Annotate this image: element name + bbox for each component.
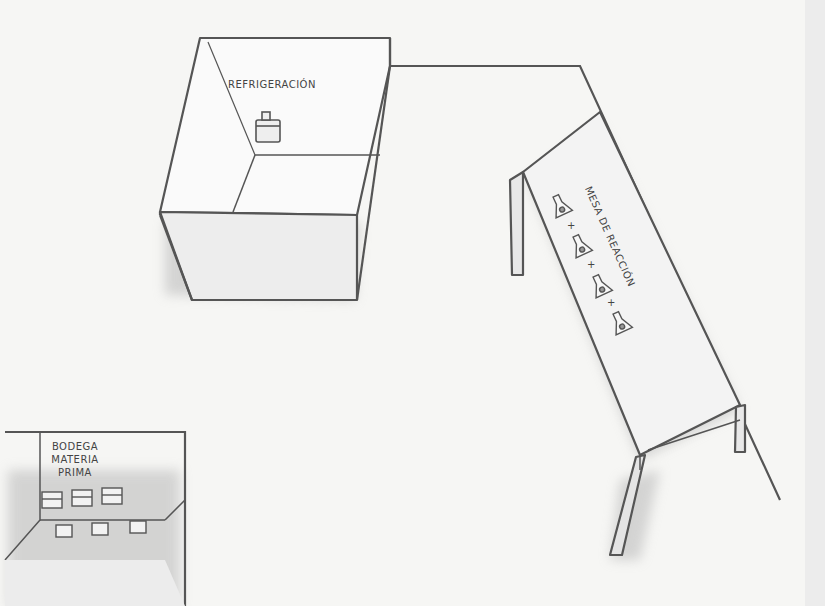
wall-outline <box>390 66 780 500</box>
room-name: REFRIGERACIÓN <box>212 78 332 91</box>
page-edge <box>805 0 825 606</box>
reaction-table <box>510 112 745 555</box>
room-label-box: BODEGA MATERIA PRIMA <box>35 440 115 479</box>
plus-sign: + <box>587 259 595 270</box>
room-name: BODEGA MATERIA PRIMA <box>35 440 115 479</box>
plus-sign: + <box>607 297 615 308</box>
room-label-box: REFRIGERACIÓN <box>212 78 332 91</box>
warehouse-box <box>5 432 185 606</box>
plus-sign: + <box>567 220 575 231</box>
refrigerator-box <box>160 38 390 300</box>
crate-icons <box>42 488 146 537</box>
canister-icon <box>256 112 280 142</box>
